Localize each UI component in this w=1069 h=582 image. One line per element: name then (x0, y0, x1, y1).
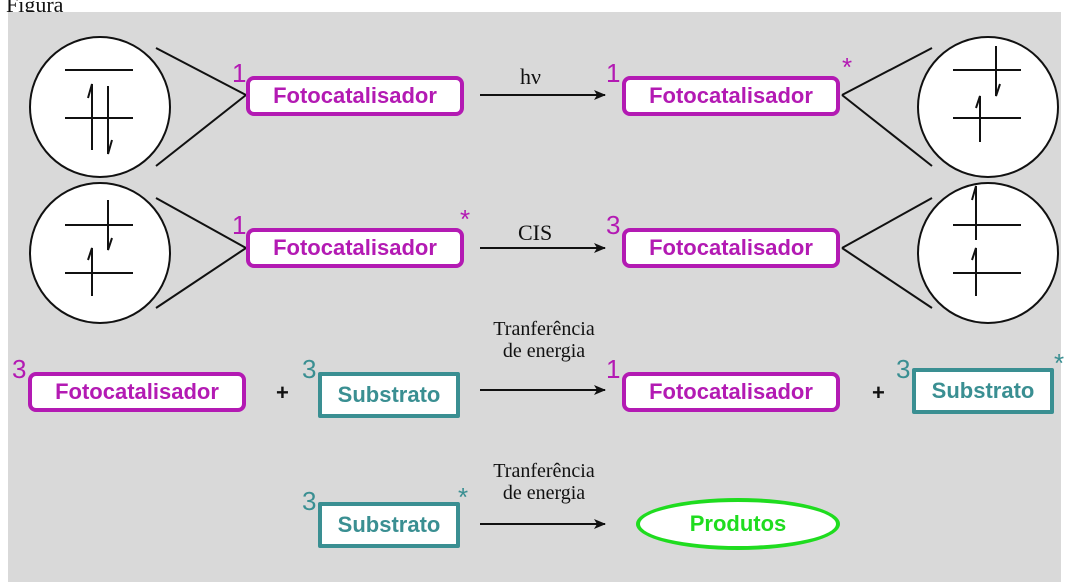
arrow-label-cis: CIS (518, 220, 553, 245)
energy-label-line2: de energia (502, 340, 586, 362)
excited-asterisk: * (842, 52, 853, 82)
triplet-superscript: 3 (302, 354, 317, 384)
arrow-label-hv: hν (520, 64, 541, 89)
zoom-line (155, 94, 247, 167)
arrow-label-energy-transfer: Tranferência de energia (472, 318, 616, 362)
triplet-superscript: 3 (12, 354, 27, 384)
triplet-superscript: 3 (896, 354, 911, 384)
singlet-superscript: 1 (606, 354, 621, 384)
energy-label-line1: Tranferência (493, 460, 595, 482)
substrate-box: Substrato (318, 372, 460, 418)
singlet-superscript: 1 (232, 58, 247, 88)
energy-label-line2: de energia (502, 482, 586, 504)
zoom-line (155, 47, 247, 96)
substrate-box-excited: Substrato (318, 502, 460, 548)
singlet-superscript: 1 (232, 210, 247, 240)
products-ellipse: Produtos (636, 498, 840, 550)
catalyst-box-excited: Fotocatalisador (246, 228, 464, 268)
energy-label-line1: Tranferência (493, 318, 595, 340)
zoom-line (841, 197, 933, 249)
substrate-box-excited: Substrato (912, 368, 1054, 414)
orbital-circle-triplet (917, 182, 1059, 324)
catalyst-box: Fotocatalisador (622, 372, 840, 412)
plus-sign: + (872, 380, 885, 405)
catalyst-box-excited: Fotocatalisador (622, 76, 840, 116)
zoom-line (841, 247, 933, 309)
orbital-circle-excited-singlet (917, 36, 1059, 178)
zoom-line (841, 47, 933, 96)
plus-sign: + (276, 380, 289, 405)
zoom-line (155, 197, 247, 249)
catalyst-box-triplet: Fotocatalisador (622, 228, 840, 268)
triplet-superscript: 3 (302, 486, 317, 516)
triplet-superscript: 3 (606, 210, 621, 240)
arrow-label-energy-transfer: Tranferência de energia (472, 460, 616, 504)
zoom-line (155, 247, 247, 309)
excited-asterisk: * (1054, 348, 1065, 378)
excited-asterisk: * (458, 482, 469, 512)
catalyst-box: Fotocatalisador (246, 76, 464, 116)
catalyst-box-triplet: Fotocatalisador (28, 372, 246, 412)
diagram-panel (8, 12, 1061, 582)
excited-asterisk: * (460, 204, 471, 234)
singlet-superscript: 1 (606, 58, 621, 88)
orbital-circle-ground-singlet (29, 36, 171, 178)
orbital-circle-excited-singlet-2 (29, 182, 171, 324)
zoom-line (841, 94, 933, 167)
